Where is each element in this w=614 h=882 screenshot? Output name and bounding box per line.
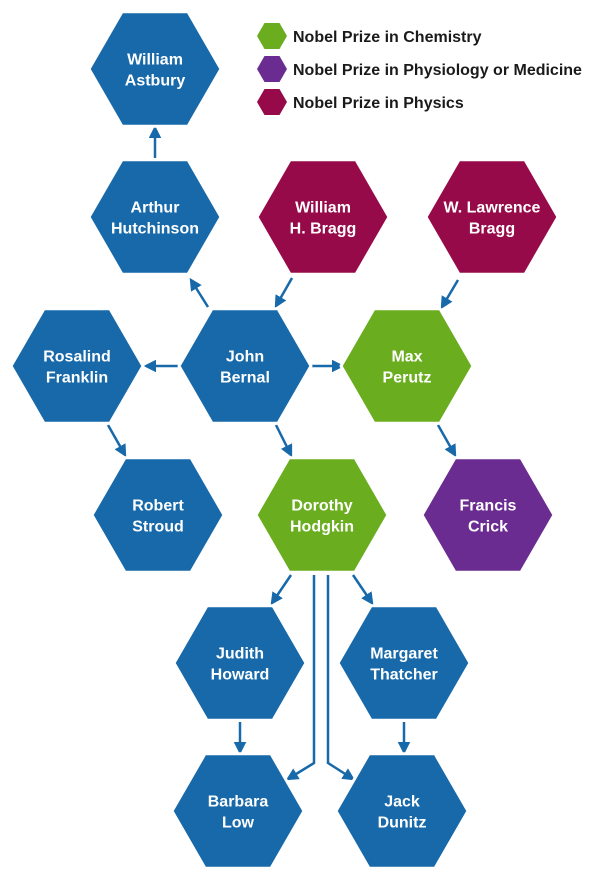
node-label-arthur-hutchinson-line-2: Hutchinson: [111, 221, 199, 238]
edges-layer: [106, 125, 460, 781]
hexagon-francis-crick: [420, 456, 556, 574]
arrow-john-bernal-to-dorothy-hodgkin: [274, 424, 293, 458]
legend-label-chemistry: Nobel Prize in Chemistry: [293, 29, 482, 46]
hexagon-william-h-bragg: [255, 158, 391, 276]
node-label-w-lawrence-bragg-line-1: W. Lawrence: [444, 200, 541, 217]
arrow-dorothy-hodgkin-to-barbara-low: [285, 575, 316, 781]
legend-swatch-medicine: [257, 56, 287, 82]
arrow-william-h-bragg-to-john-bernal: [274, 277, 294, 309]
node-label-judith-howard-line-2: Howard: [211, 667, 270, 684]
node-label-francis-crick-line-2: Crick: [468, 519, 508, 536]
node-label-william-h-bragg-line-2: H. Bragg: [290, 221, 357, 238]
arrow-w-lawrence-bragg-to-max-perutz: [440, 279, 460, 310]
node-label-rosalind-franklin-line-1: Rosalind: [43, 349, 111, 366]
hexagon-william-astbury: [87, 10, 223, 128]
node-william-h-bragg: William H. Bragg: [255, 158, 391, 276]
arrow-john-bernal-to-arthur-hutchinson: [189, 277, 210, 308]
arrow-dorothy-hodgkin-to-margaret-thatcher: [351, 574, 374, 606]
hexagon-rosalind-franklin: [9, 307, 145, 425]
node-label-william-h-bragg-line-1: William: [295, 200, 351, 217]
node-label-w-lawrence-bragg-line-2: Bragg: [469, 221, 515, 238]
arrow-max-perutz-to-francis-crick: [436, 424, 457, 458]
hexagon-margaret-thatcher: [336, 604, 472, 722]
node-label-francis-crick-line-1: Francis: [460, 498, 517, 515]
legend-label-medicine: Nobel Prize in Physiology or Medicine: [293, 62, 582, 79]
node-label-barbara-low-line-2: Low: [222, 815, 255, 832]
node-label-arthur-hutchinson-line-1: Arthur: [131, 200, 180, 217]
arrow-rosalind-franklin-to-robert-stroud: [106, 424, 127, 458]
node-label-john-bernal-line-2: Bernal: [220, 370, 270, 387]
arrow-dorothy-hodgkin-to-judith-howard: [270, 574, 293, 606]
node-label-dorothy-hodgkin-line-2: Hodgkin: [290, 519, 354, 536]
hexagon-barbara-low: [170, 752, 306, 870]
node-label-robert-stroud-line-2: Stroud: [132, 519, 184, 536]
hexagon-jack-dunitz: [334, 752, 470, 870]
legend-swatch-chemistry: [257, 23, 287, 49]
hexagon-john-bernal: [177, 307, 313, 425]
arrow-dorothy-hodgkin-to-jack-dunitz: [326, 575, 356, 781]
node-label-william-astbury-line-2: Astbury: [125, 73, 186, 90]
node-label-margaret-thatcher-line-2: Thatcher: [370, 667, 438, 684]
hexagon-w-lawrence-bragg: [424, 158, 560, 276]
hexagon-dorothy-hodgkin: [254, 456, 390, 574]
node-label-jack-dunitz-line-2: Dunitz: [378, 815, 427, 832]
node-label-max-perutz-line-1: Max: [391, 349, 422, 366]
node-label-judith-howard-line-1: Judith: [216, 646, 264, 663]
legend-label-physics: Nobel Prize in Physics: [293, 95, 464, 112]
nodes-layer: WilliamAstburyArthurHutchinsonWilliamH. …: [9, 10, 560, 870]
node-label-william-astbury-line-1: William: [127, 52, 183, 69]
legend-swatch-physics: [257, 89, 287, 115]
node-label-margaret-thatcher-line-1: Margaret: [370, 646, 438, 663]
node-label-jack-dunitz-line-1: Jack: [384, 794, 420, 811]
node-label-dorothy-hodgkin-line-1: Dorothy: [291, 498, 352, 515]
hexagon-judith-howard: [172, 604, 308, 722]
node-label-barbara-low-line-1: Barbara: [208, 794, 269, 811]
node-label-john-bernal-line-1: John: [226, 349, 264, 366]
node-label-max-perutz-line-2: Perutz: [383, 370, 432, 387]
hexagon-arthur-hutchinson: [87, 158, 223, 276]
node-label-rosalind-franklin-line-2: Franklin: [46, 370, 108, 387]
node-label-robert-stroud-line-1: Robert: [132, 498, 184, 515]
hexagon-robert-stroud: [90, 456, 226, 574]
hexagon-max-perutz: [339, 307, 475, 425]
